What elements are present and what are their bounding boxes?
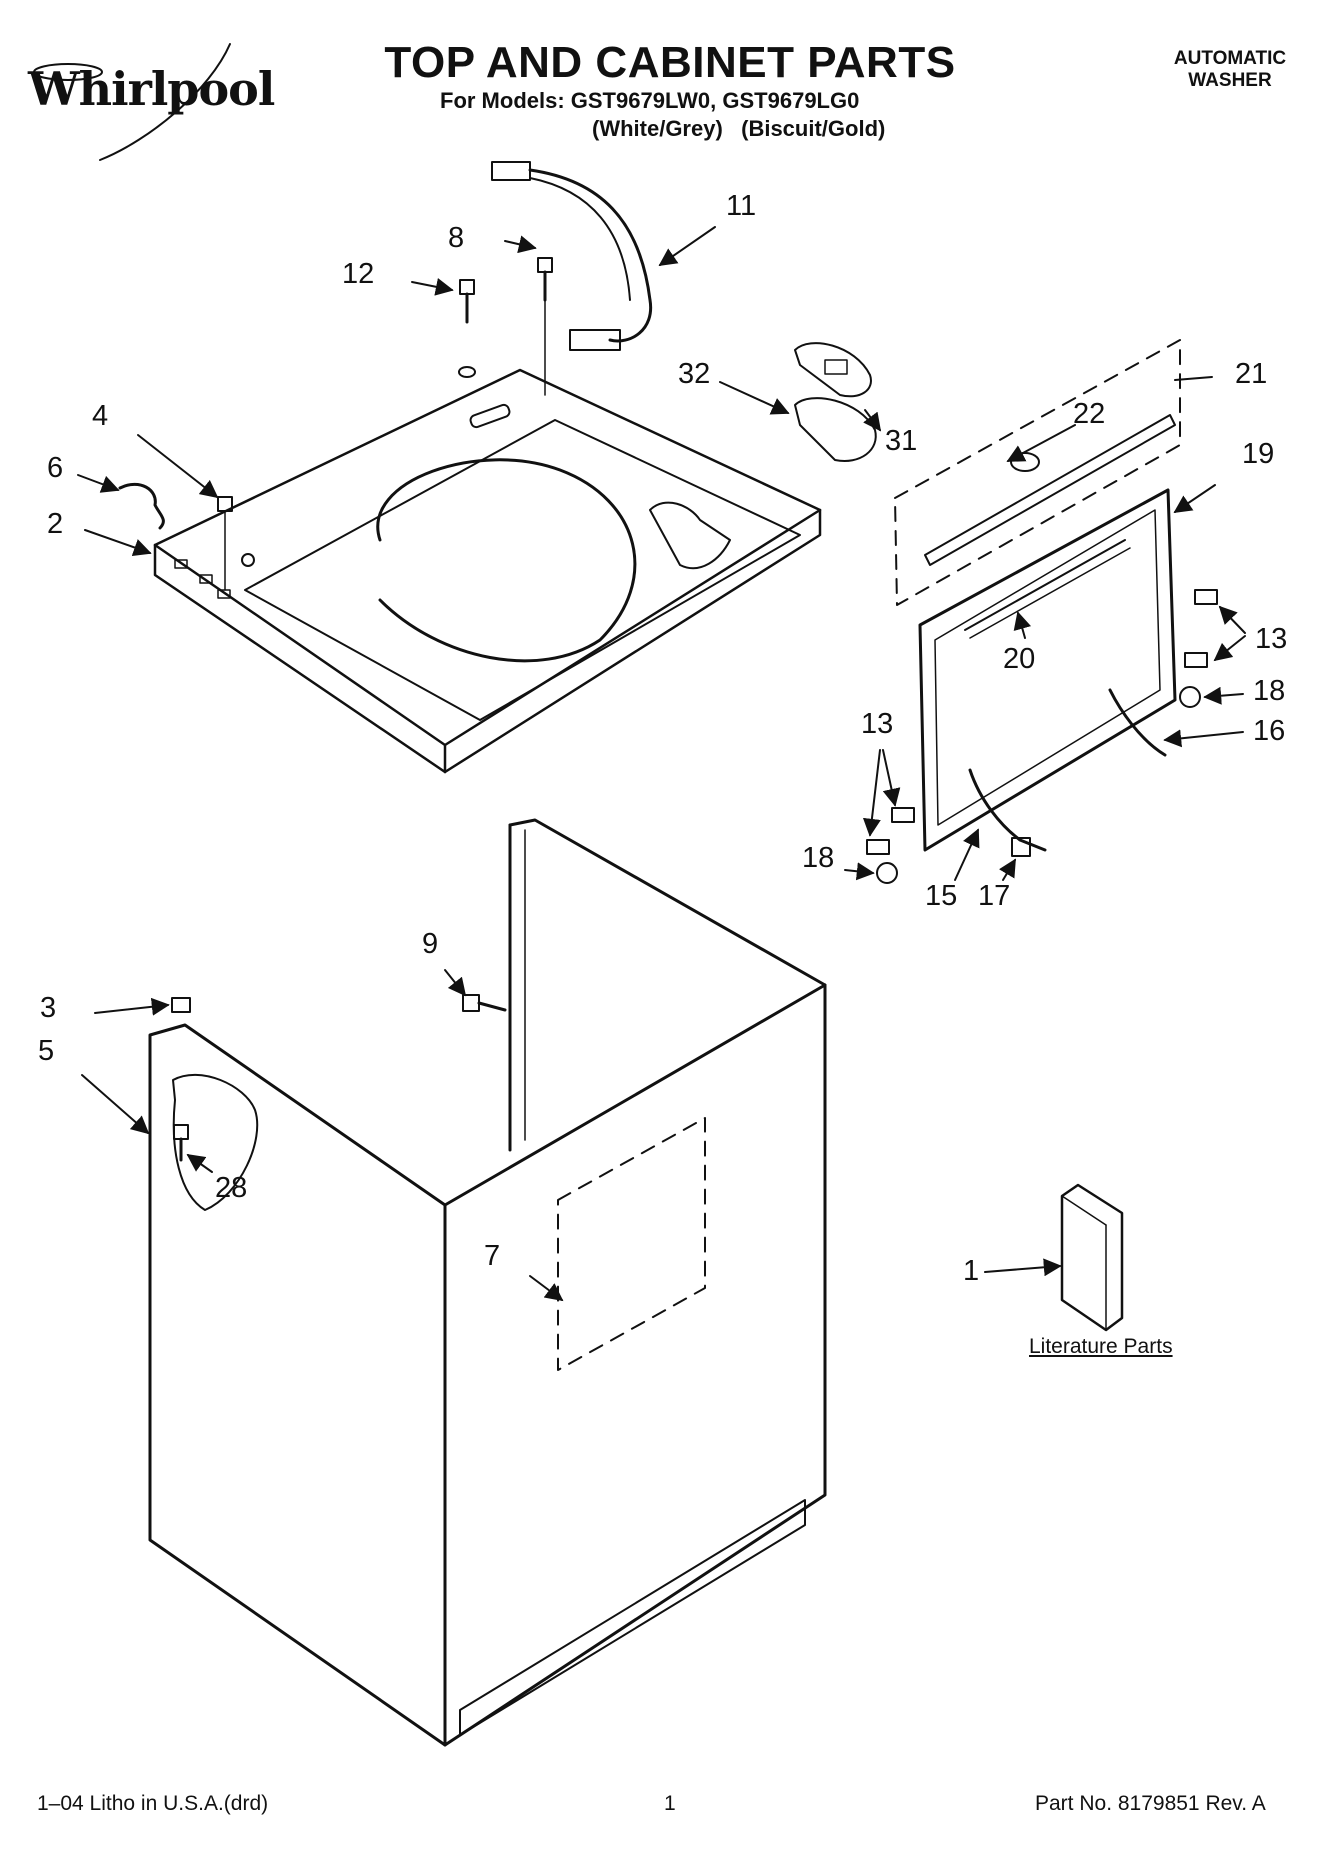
hinge-rod-15 <box>968 768 1047 852</box>
callout-18-right: 18 <box>1253 675 1286 707</box>
cabinet <box>148 818 827 1747</box>
callout-5: 5 <box>38 1035 55 1067</box>
callout-3: 3 <box>40 992 57 1024</box>
callout-1: 1 <box>963 1255 980 1287</box>
models-line: For Models: GST9679LW0, GST9679LG0 <box>440 88 860 113</box>
callout-8: 8 <box>448 222 465 254</box>
screw-12 <box>458 279 476 378</box>
product-type: AUTOMATIC WASHER <box>1150 48 1310 92</box>
callout-13-left: 13 <box>861 708 894 740</box>
lid-frame <box>918 488 1177 852</box>
part-3-clip <box>171 997 191 1013</box>
whirlpool-logo: Whirlpool <box>28 62 275 116</box>
callout-19: 19 <box>1242 438 1275 470</box>
footer-part-number: Part No. 8179851 Rev. A <box>1035 1792 1266 1815</box>
washer-18-left <box>876 862 898 884</box>
screw-28 <box>173 1124 189 1162</box>
callout-7: 7 <box>484 1240 501 1272</box>
bushing-17 <box>1011 837 1031 857</box>
callout-17: 17 <box>978 880 1011 912</box>
part-31-cap <box>794 342 872 398</box>
callout-2: 2 <box>47 508 64 540</box>
page-title: TOP AND CABINET PARTS <box>384 38 956 87</box>
literature-parts-label: Literature Parts <box>1029 1335 1173 1358</box>
callout-22: 22 <box>1073 398 1106 430</box>
callout-21: 21 <box>1235 358 1268 390</box>
part-32-cap <box>794 397 877 462</box>
screw-8 <box>537 257 553 396</box>
footer-page-number: 1 <box>664 1792 676 1815</box>
literature-booklet <box>1060 1183 1124 1332</box>
callout-28: 28 <box>215 1172 248 1204</box>
part-6-clip <box>118 482 165 530</box>
fastener-13-right <box>1184 589 1218 668</box>
callout-arrows <box>77 226 1246 1302</box>
logo-swoosh-icon <box>33 43 231 161</box>
label-area-7 <box>557 1117 706 1371</box>
callout-13-right: 13 <box>1255 623 1288 655</box>
callout-31: 31 <box>885 425 918 457</box>
fastener-13-left <box>866 807 915 855</box>
callout-15: 15 <box>925 880 958 912</box>
callout-12: 12 <box>342 258 375 290</box>
screw-9 <box>462 994 507 1012</box>
part-4-bracket <box>217 496 233 591</box>
colors-line: (White/Grey) (Biscuit/Gold) <box>592 116 886 141</box>
callout-18-left: 18 <box>802 842 835 874</box>
hinge-rod-16 <box>1108 688 1167 757</box>
product-type-line1: AUTOMATIC <box>1173 48 1287 69</box>
footer-print-info: 1–04 Litho in U.S.A.(drd) <box>37 1792 269 1815</box>
product-type-line2: WASHER <box>1188 70 1272 91</box>
lid-group-box <box>894 339 1181 606</box>
washer-18-right <box>1179 686 1201 708</box>
lid-switch-harness <box>491 161 653 351</box>
washer-top <box>153 368 822 774</box>
callout-9: 9 <box>422 928 439 960</box>
callout-16: 16 <box>1253 715 1286 747</box>
callout-11: 11 <box>726 190 757 222</box>
callout-4: 4 <box>92 400 109 432</box>
callout-20: 20 <box>1003 643 1036 675</box>
callout-32: 32 <box>678 358 711 390</box>
callout-6: 6 <box>47 452 64 484</box>
